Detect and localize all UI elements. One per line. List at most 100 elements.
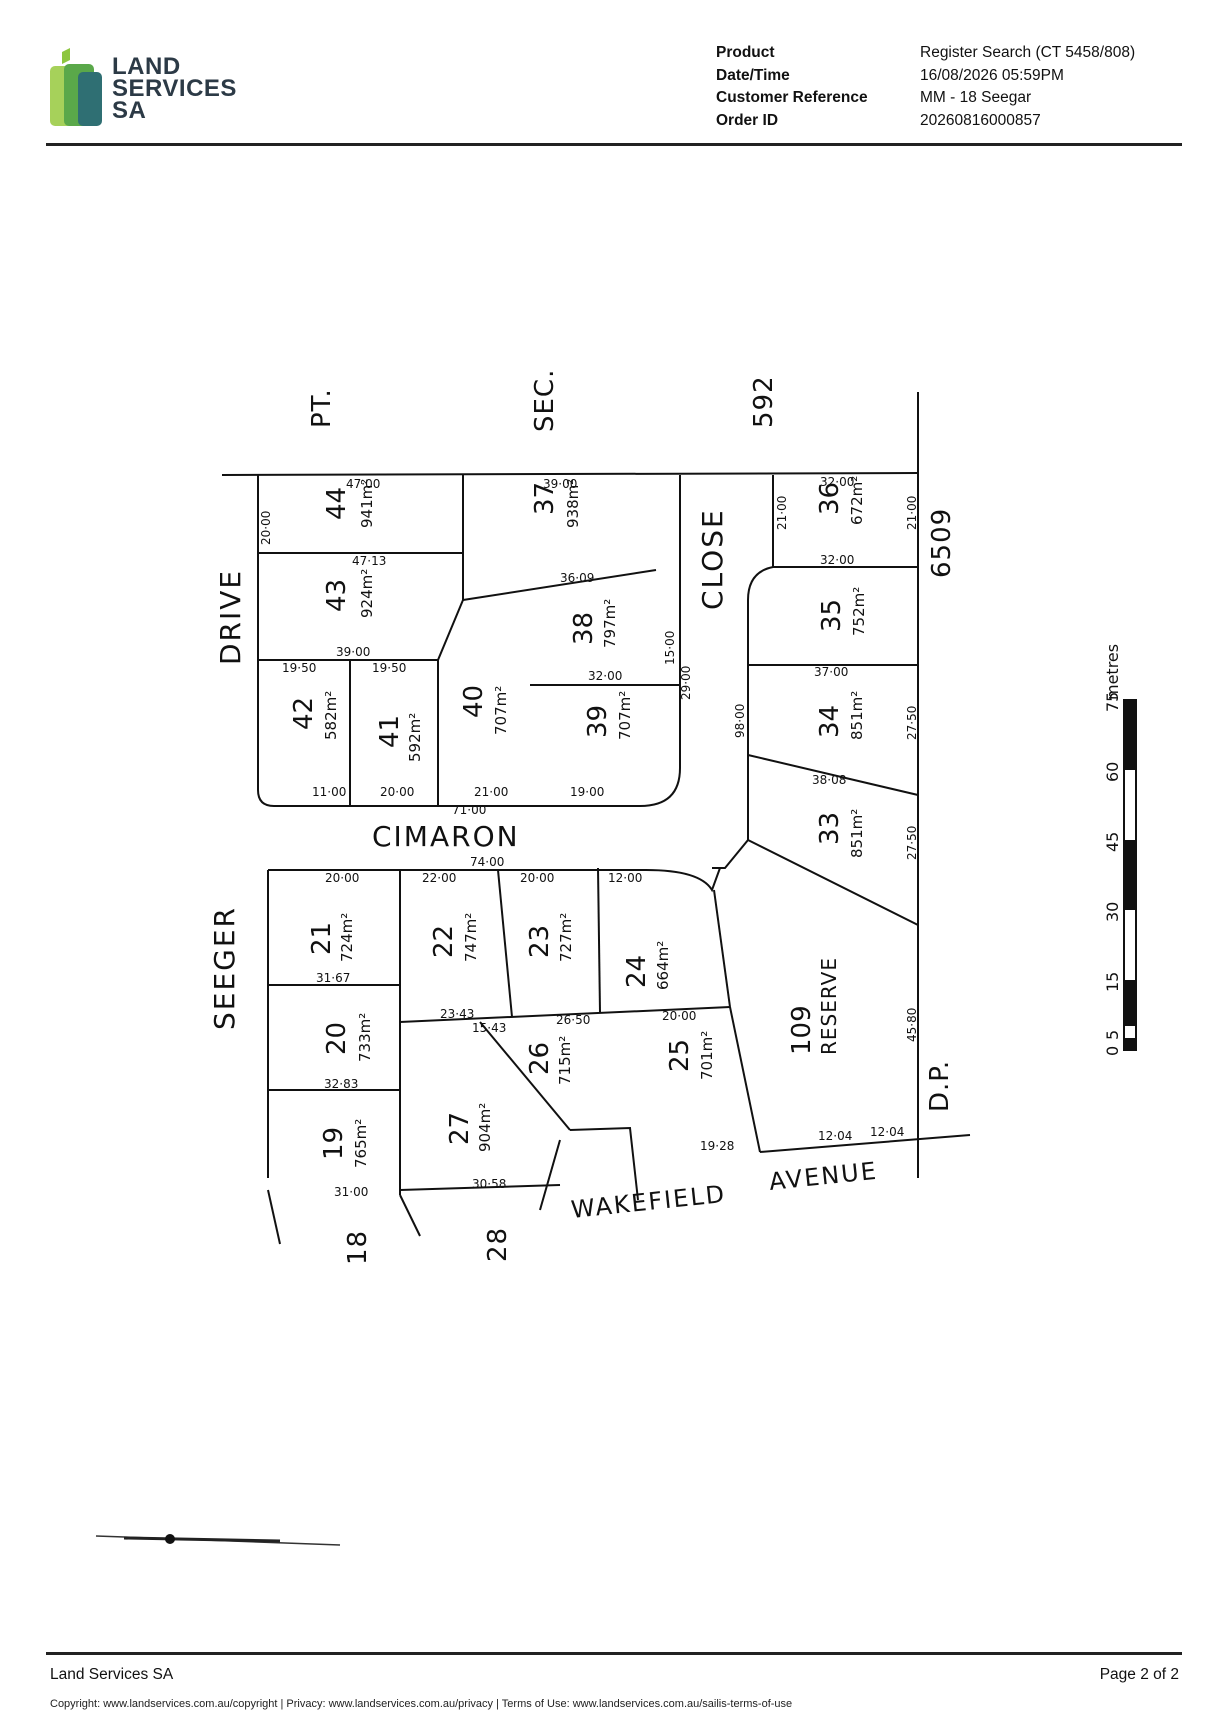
lot-34-area: 851m² xyxy=(848,691,866,740)
datetime-label: Date/Time xyxy=(716,66,790,84)
lot-42-number: 42 xyxy=(289,697,319,730)
lot-22-number: 22 xyxy=(429,925,459,958)
dim-3900-b: 39·00 xyxy=(336,645,370,659)
land-services-logo-icon xyxy=(50,48,102,126)
scale-segment-0-5 xyxy=(1124,1038,1136,1050)
dim-1200: 12·00 xyxy=(608,871,642,885)
meta-row-customer: Customer Reference MM - 18 Seegar xyxy=(716,87,1135,110)
lot-24-number: 24 xyxy=(622,955,652,988)
lot-23-number: 23 xyxy=(525,925,555,958)
lot-37-area: 938m² xyxy=(564,479,582,528)
dimension-labels: 47·00 39·00 32·00 20·00 47·13 36·09 32·0… xyxy=(259,475,919,1199)
dim-1204-a: 12·04 xyxy=(818,1129,852,1143)
dim-2100-c: 21·00 xyxy=(905,496,919,530)
label-28: 28 xyxy=(483,1227,513,1262)
meta-row-product: Product Register Search (CT 5458/808) xyxy=(716,42,1135,65)
lot-39-number: 39 xyxy=(583,705,613,738)
lot-34-number: 34 xyxy=(815,705,845,738)
dim-2750-b: 27·50 xyxy=(905,826,919,860)
dim-2100-a: 21·00 xyxy=(775,496,789,530)
label-18: 18 xyxy=(343,1230,373,1265)
lot-19-number: 19 xyxy=(319,1127,349,1160)
road-seeger: SEEGER xyxy=(208,906,241,1030)
dim-3058: 30·58 xyxy=(472,1177,506,1191)
brand-line-2: SERVICES xyxy=(112,75,237,102)
label-sec: SEC. xyxy=(530,369,560,432)
lot-43-number: 43 xyxy=(322,579,352,612)
page-header: LAND SERVICES SA Product Register Search… xyxy=(0,0,1224,150)
dim-3700: 37·00 xyxy=(814,665,848,679)
lot-38-number: 38 xyxy=(569,612,599,645)
lot-41-number: 41 xyxy=(375,715,405,748)
lot-19-area: 765m² xyxy=(352,1119,370,1168)
scale-tick-30: 30 xyxy=(1103,902,1122,922)
scale-segment-60-75 xyxy=(1124,700,1136,770)
meta-row-datetime: Date/Time 16/08/2026 05:59PM xyxy=(716,65,1135,88)
dim-2650: 26·50 xyxy=(556,1013,590,1027)
dim-3200-b: 32·00 xyxy=(820,553,854,567)
footer-organisation: Land Services SA xyxy=(50,1666,174,1683)
lot-21-area: 724m² xyxy=(338,913,356,962)
product-label: Product xyxy=(716,44,775,61)
lot-20-area: 733m² xyxy=(356,1013,374,1062)
footer-divider xyxy=(46,1652,1182,1655)
lot-26-area: 715m² xyxy=(556,1036,574,1085)
lot-labels: 44 941m² 37 938m² 36 672m² 43 924m² 35 7… xyxy=(289,476,868,1168)
lot-43-area: 924m² xyxy=(358,569,376,618)
lot-41-area: 592m² xyxy=(406,713,424,762)
dim-2900: 29·00 xyxy=(679,666,693,700)
datetime-value: 16/08/2026 05:59PM xyxy=(920,66,1064,84)
lot-27-number: 27 xyxy=(445,1112,475,1145)
dim-2000-d: 20·00 xyxy=(520,871,554,885)
lot-23-area: 727m² xyxy=(557,913,575,962)
dim-1100-a: 11·00 xyxy=(312,785,346,799)
dim-3900-a: 39·00 xyxy=(543,477,577,491)
header-divider xyxy=(46,143,1182,146)
lot-27-area: 904m² xyxy=(476,1103,494,1152)
scale-tick-15: 15 xyxy=(1103,972,1122,992)
scale-tick-0: 0 xyxy=(1103,1046,1122,1056)
dim-2200: 22·00 xyxy=(422,871,456,885)
brand-line-3: SA xyxy=(112,97,147,124)
order-value: 20260816000857 xyxy=(920,111,1041,129)
dim-3808: 38·08 xyxy=(812,773,846,787)
brand-wordmark: LAND SERVICES SA xyxy=(112,55,237,124)
lot-44-number: 44 xyxy=(322,487,352,520)
lot-33-area: 851m² xyxy=(848,809,866,858)
road-drive: DRIVE xyxy=(214,569,247,665)
scale-bar: metres 0 5 15 30 45 60 75 xyxy=(1103,644,1137,1056)
dim-2100-b: 21·00 xyxy=(474,785,508,799)
lot-42-area: 582m² xyxy=(322,691,340,740)
dim-3200-a: 32·00 xyxy=(820,475,854,489)
dim-1900: 19·00 xyxy=(570,785,604,799)
scale-tick-60: 60 xyxy=(1103,762,1122,782)
search-metadata: Product Register Search (CT 5458/808) Da… xyxy=(716,42,1135,132)
dim-2000-e: 20·00 xyxy=(662,1009,696,1023)
lot-35-area: 752m² xyxy=(850,587,868,636)
lot-26-number: 26 xyxy=(525,1042,555,1075)
dim-1950-a: 19·50 xyxy=(282,661,316,675)
dim-2343: 23·43 xyxy=(440,1007,474,1021)
lot-109-number: 109 xyxy=(787,1005,817,1055)
footer-legal-links[interactable]: Copyright: www.landservices.com.au/copyr… xyxy=(50,1698,793,1710)
dim-9800: 98·00 xyxy=(733,704,747,738)
lot-40-area: 707m² xyxy=(492,686,510,735)
dim-3609: 36·09 xyxy=(560,571,594,585)
lot-109-reserve: RESERVE xyxy=(817,957,841,1055)
customer-label: Customer Reference xyxy=(716,89,868,106)
lot-35-number: 35 xyxy=(817,599,847,632)
scale-tick-5: 5 xyxy=(1103,1030,1122,1040)
dim-2750-a: 27·50 xyxy=(905,706,919,740)
road-avenue: AVENUE xyxy=(768,1157,879,1196)
lot-22-area: 747m² xyxy=(462,913,480,962)
road-wakefield: WAKEFIELD xyxy=(570,1180,728,1224)
dim-1204-b: 12·04 xyxy=(870,1125,904,1139)
lot-25-number: 25 xyxy=(665,1039,695,1072)
dim-3167: 31·67 xyxy=(316,971,350,985)
label-dp: D.P. xyxy=(925,1060,955,1112)
road-close: CLOSE xyxy=(696,508,729,610)
dim-1950-b: 19·50 xyxy=(372,661,406,675)
dim-7400: 74·00 xyxy=(470,855,504,869)
label-pt: PT. xyxy=(307,388,337,428)
